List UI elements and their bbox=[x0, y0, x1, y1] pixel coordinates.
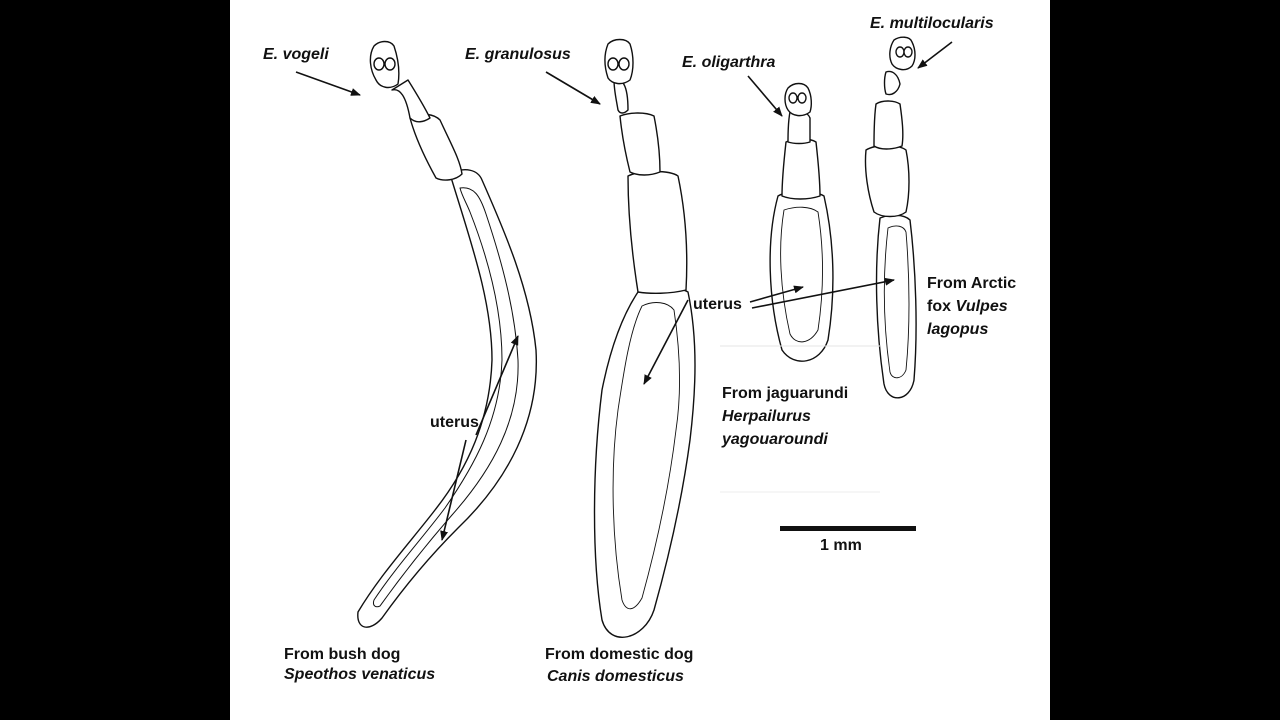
vogeli-uterus bbox=[373, 187, 519, 608]
label-e-oligarthra: E. oligarthra bbox=[682, 54, 776, 71]
label-e-vogeli: E. vogeli bbox=[263, 46, 329, 63]
figure-panel: E. vogeli E. granulosus E. oligarthra E.… bbox=[230, 0, 1050, 720]
host-arctic-fox-line1: From Arctic bbox=[927, 275, 1017, 292]
host-arctic-fox-line2-text: fox bbox=[927, 298, 956, 315]
host-arctic-fox-line2-genus: Vulpes bbox=[955, 298, 1008, 315]
multilocularis-gravid-segment bbox=[875, 214, 917, 399]
oligarthra-sucker-2 bbox=[797, 92, 807, 104]
granulosus-uterus bbox=[612, 302, 681, 610]
worm-granulosus bbox=[593, 38, 696, 638]
label-e-granulosus: E. granulosus bbox=[465, 46, 571, 63]
granulosus-sucker-2 bbox=[618, 57, 630, 71]
label-uterus-center: uterus bbox=[693, 296, 742, 313]
host-jaguarundi-line2: Herpailurus bbox=[722, 408, 811, 425]
oligarthra-gravid-segment bbox=[769, 190, 834, 362]
vogeli-sucker-2 bbox=[384, 57, 396, 71]
arrow-vogeli bbox=[295, 71, 361, 96]
host-jaguarundi-line1: From jaguarundi bbox=[722, 385, 849, 402]
arrow-oligarthra bbox=[747, 75, 783, 117]
arrow-uterus-left-lower bbox=[440, 439, 467, 541]
granulosus-segment-2 bbox=[619, 112, 661, 176]
host-arctic-fox-line2: fox Vulpes bbox=[927, 297, 1008, 316]
oligarthra-uterus bbox=[780, 206, 823, 343]
multilocularis-uterus bbox=[883, 225, 910, 379]
arrow-granulosus bbox=[545, 71, 601, 105]
granulosus-segment-3 bbox=[627, 170, 688, 295]
scale-bar-label: 1 mm bbox=[820, 537, 862, 554]
granulosus-sucker-1 bbox=[607, 57, 619, 71]
vogeli-neck bbox=[391, 79, 431, 123]
tapeworm-diagram bbox=[295, 36, 953, 638]
arrow-uterus-multilocularis bbox=[751, 277, 895, 309]
label-e-multilocularis: E. multilocularis bbox=[870, 15, 994, 32]
scale-bar bbox=[780, 526, 916, 531]
vogeli-segment-2 bbox=[409, 113, 463, 181]
host-domestic-dog-line2: Canis domesticus bbox=[547, 668, 684, 685]
arrow-uterus-oligarthra bbox=[749, 285, 804, 303]
vogeli-sucker-1 bbox=[373, 57, 385, 71]
granulosus-neck bbox=[613, 78, 629, 114]
arrow-multilocularis bbox=[917, 41, 953, 69]
multilocularis-sucker-1 bbox=[895, 46, 905, 58]
label-uterus-left: uterus bbox=[430, 414, 479, 431]
arrow-uterus-center bbox=[643, 299, 689, 385]
host-arctic-fox-line3: lagopus bbox=[927, 321, 989, 338]
multilocularis-segment-2 bbox=[873, 100, 904, 150]
vogeli-gravid-segment bbox=[357, 169, 538, 628]
multilocularis-neck bbox=[883, 70, 901, 96]
host-bush-dog-line1: From bush dog bbox=[284, 646, 401, 663]
multilocularis-sucker-2 bbox=[903, 46, 913, 58]
worm-oligarthra bbox=[769, 82, 834, 362]
oligarthra-sucker-1 bbox=[788, 92, 798, 104]
host-jaguarundi-line3: yagouaroundi bbox=[722, 431, 828, 448]
worm-multilocularis bbox=[864, 36, 917, 399]
oligarthra-segment-2 bbox=[781, 138, 821, 200]
arrow-uterus-left-upper bbox=[475, 335, 519, 436]
host-bush-dog-line2: Speothos venaticus bbox=[284, 666, 436, 683]
host-domestic-dog-line1: From domestic dog bbox=[545, 646, 694, 663]
granulosus-gravid-segment bbox=[593, 286, 696, 638]
multilocularis-segment-3 bbox=[864, 144, 910, 218]
worm-vogeli bbox=[357, 40, 538, 628]
